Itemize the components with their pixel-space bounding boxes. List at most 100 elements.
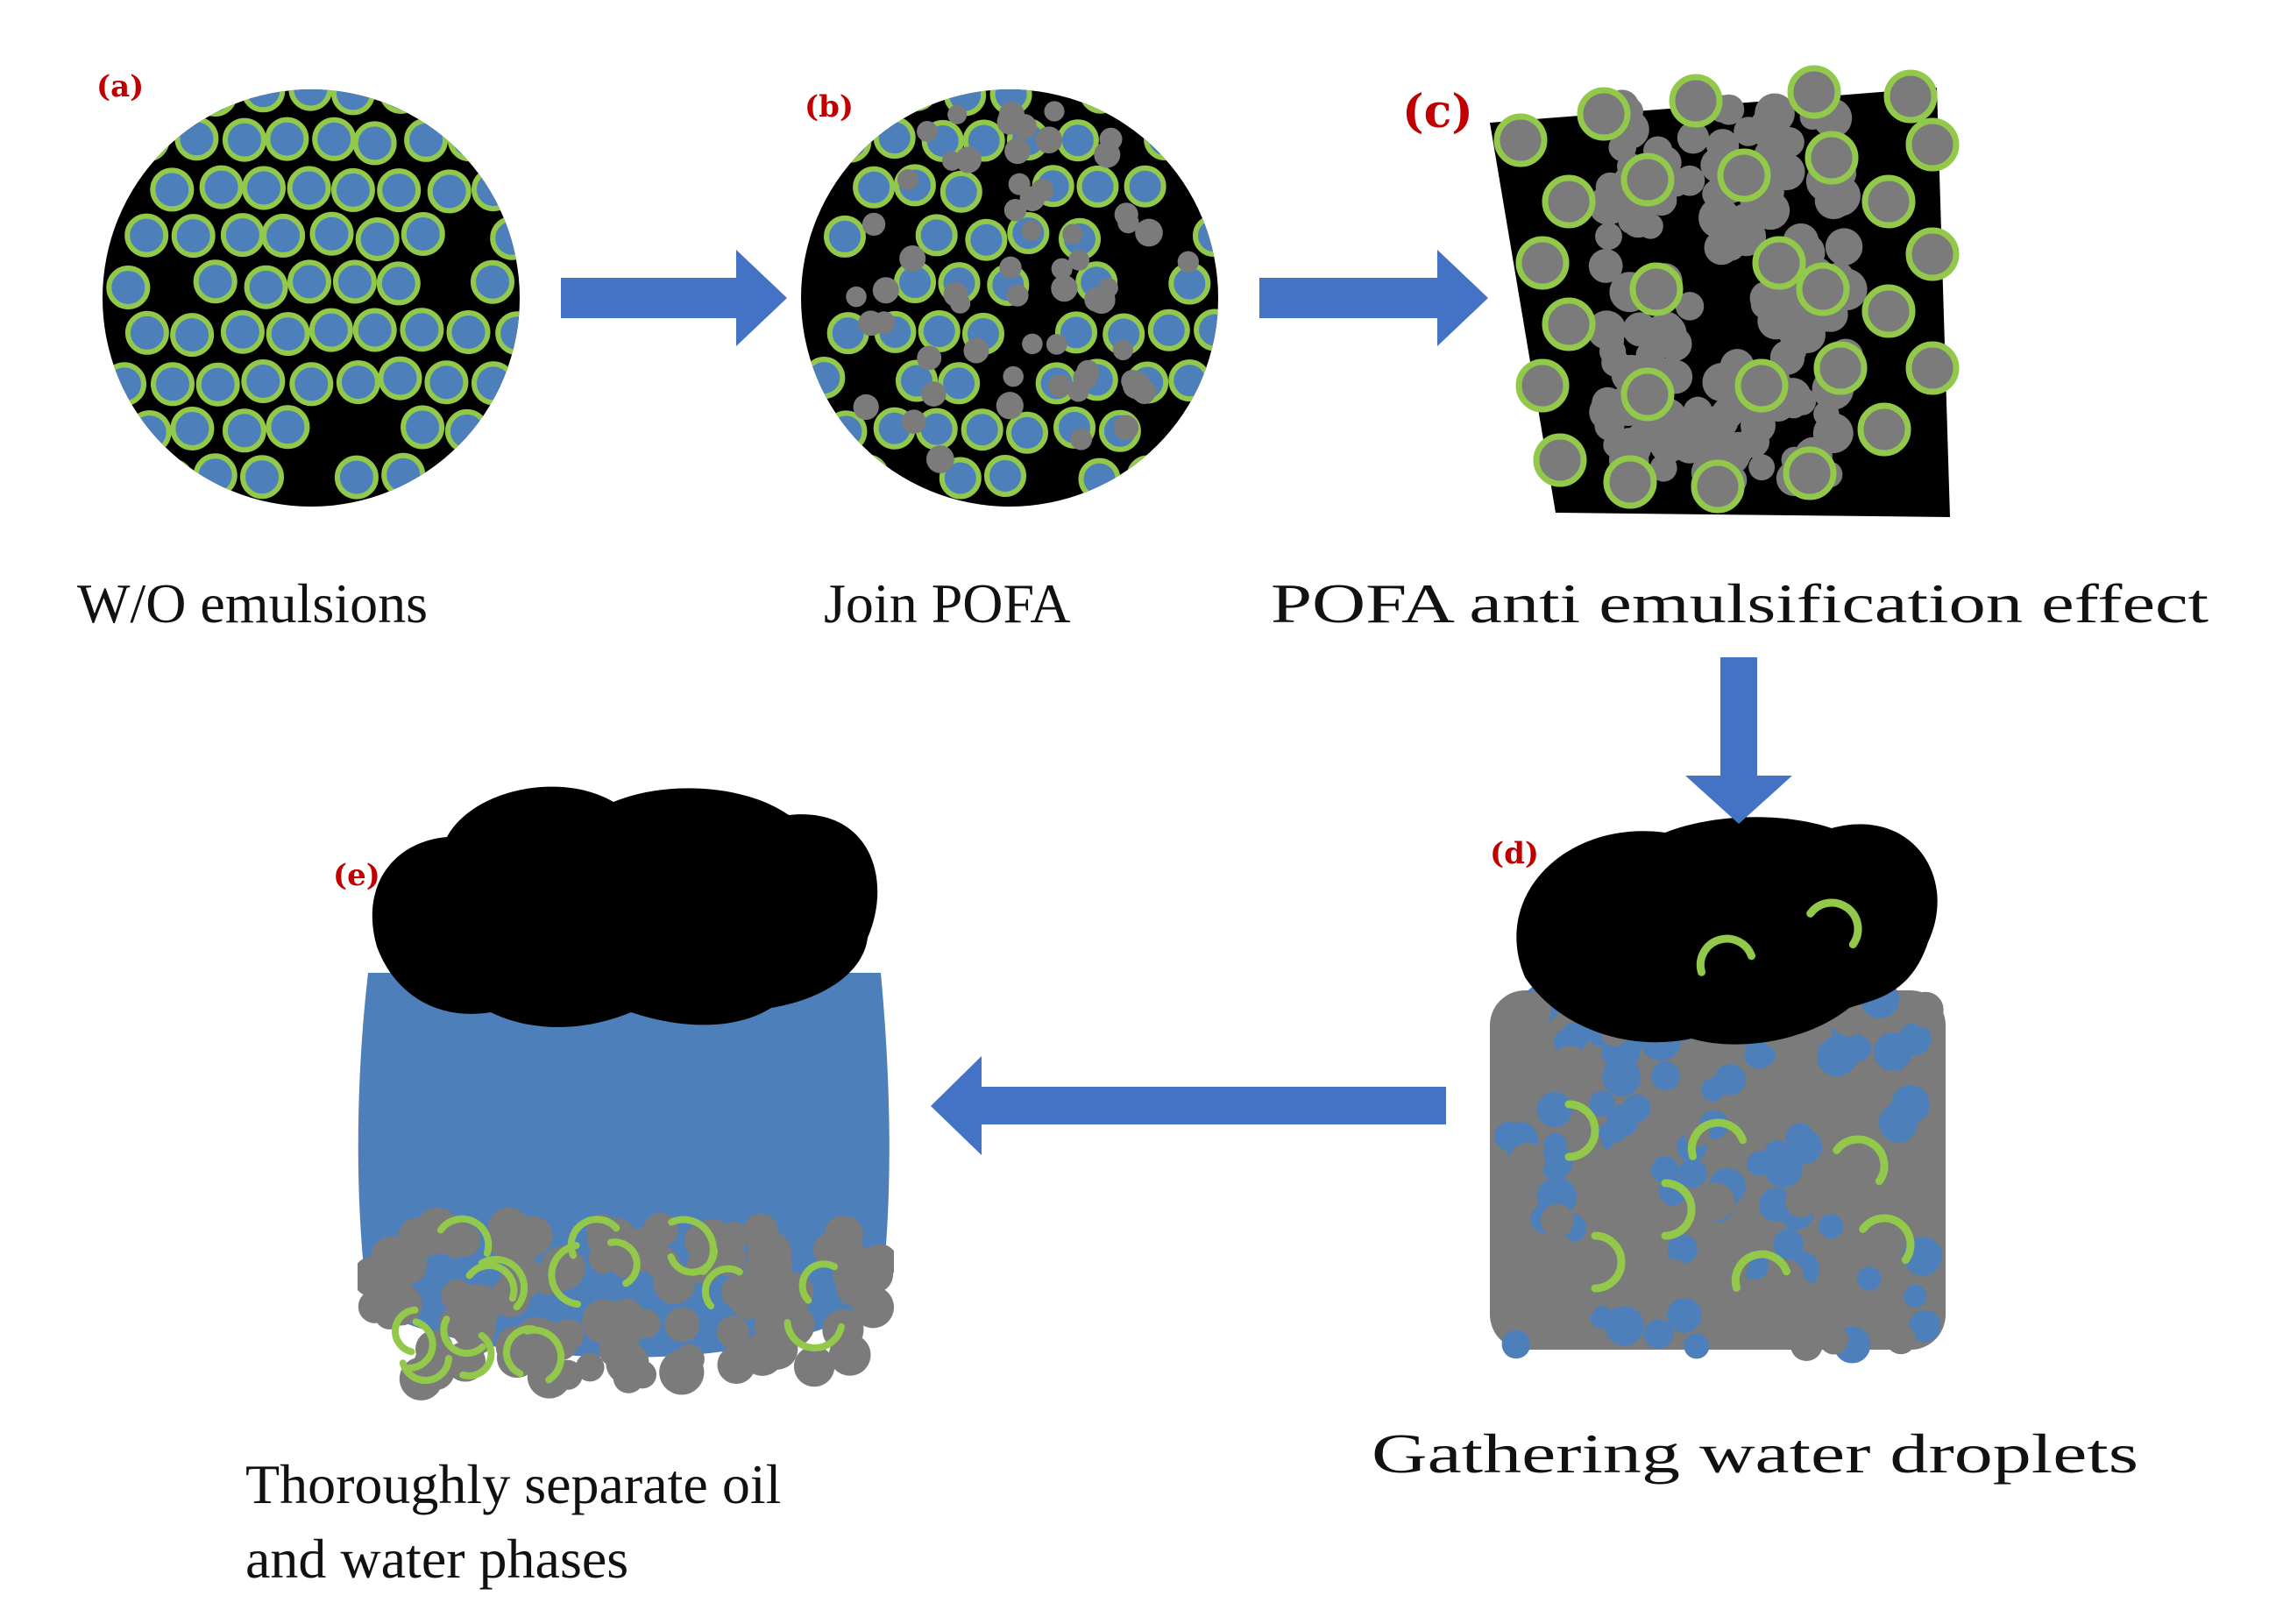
pofa-sediment — [613, 1362, 644, 1394]
coated-droplet — [1620, 367, 1675, 422]
pofa-particle — [897, 169, 918, 190]
water-droplet — [1189, 405, 1218, 448]
film-fragment — [1806, 898, 1862, 949]
stage-c-demulsification-block — [1490, 65, 1960, 517]
pofa-particle — [1003, 198, 1027, 222]
water-droplet — [265, 117, 309, 161]
water-droplet — [471, 259, 514, 304]
coated-droplet — [1861, 174, 1916, 229]
water-droplet — [127, 410, 172, 455]
pofa-particle — [963, 337, 989, 364]
water-droplet — [1650, 1155, 1679, 1184]
water-droplet — [1606, 1104, 1639, 1137]
pofa-particle — [1618, 208, 1644, 234]
pofa-particle — [1716, 232, 1746, 261]
film-fragment — [784, 1319, 845, 1351]
water-droplet — [848, 89, 891, 111]
film-fragment — [440, 1316, 486, 1358]
coated-droplet — [1533, 433, 1587, 487]
pofa-particle — [1825, 228, 1863, 266]
pofa-sediment — [587, 1225, 619, 1257]
water-droplet — [495, 408, 520, 452]
film-fragment — [1696, 934, 1755, 976]
coated-droplet — [1861, 284, 1916, 338]
coated-droplet — [1796, 262, 1850, 316]
water-droplet — [829, 120, 872, 163]
stage-b-letter: (b) — [805, 89, 854, 124]
pofa-particle — [941, 151, 962, 171]
water-droplet — [1643, 1319, 1674, 1349]
water-droplet — [965, 218, 1008, 261]
water-droplet — [1194, 308, 1218, 351]
pofa-particle — [925, 445, 954, 473]
water-droplet — [240, 455, 284, 500]
stage-b-caption: Join POFA — [824, 572, 1071, 635]
pofa-particle — [1047, 373, 1072, 398]
water-droplet — [266, 312, 310, 357]
pofa-particle — [1133, 382, 1155, 405]
pofa-sediment — [756, 1328, 798, 1370]
water-droplet — [379, 89, 423, 114]
water-droplet — [961, 408, 1003, 451]
pofa-particle — [862, 212, 886, 237]
water-droplet — [193, 89, 238, 117]
water-droplet — [174, 117, 219, 161]
pofa-sediment — [769, 1270, 808, 1309]
water-droplet — [287, 259, 331, 304]
water-droplet — [1055, 311, 1097, 354]
water-droplet — [288, 89, 333, 111]
pofa-particle — [1594, 410, 1625, 441]
water-droplet — [266, 405, 310, 450]
film-fragment — [1661, 1179, 1696, 1240]
arrow-b-to-c — [1259, 250, 1488, 346]
stage-d-gathering-body — [1490, 817, 1946, 1364]
water-droplet — [940, 170, 982, 213]
water-droplet — [1126, 455, 1169, 498]
pofa-particle — [1070, 428, 1093, 450]
water-droplet — [1891, 1085, 1930, 1124]
pofa-particle — [1599, 337, 1627, 365]
pofa-sediment — [431, 1214, 468, 1251]
water-droplet — [124, 310, 169, 355]
coated-droplet — [1905, 227, 1960, 281]
coated-droplet — [1787, 65, 1841, 119]
pofa-sediment — [836, 1273, 869, 1306]
stage-d-oil-cap — [1516, 817, 1938, 1045]
water-droplet — [1194, 122, 1218, 165]
pofa-particle — [1608, 133, 1637, 162]
water-droplet — [287, 166, 331, 210]
water-droplet — [495, 311, 520, 356]
coated-droplet — [1629, 262, 1684, 316]
water-droplet — [381, 452, 426, 497]
coated-droplet — [1577, 87, 1631, 141]
film-fragment — [1731, 1250, 1790, 1292]
pofa-particle — [1677, 408, 1711, 443]
water-droplet — [401, 405, 445, 450]
water-droplet — [490, 216, 520, 260]
pofa-particle — [1652, 311, 1683, 343]
pofa-sediment — [717, 1316, 749, 1349]
coated-droplet — [1542, 174, 1596, 229]
pofa-particle — [1539, 1235, 1578, 1273]
water-droplet — [377, 168, 422, 213]
arrow-d-to-e — [931, 1056, 1446, 1155]
water-droplet — [1856, 1266, 1882, 1291]
water-droplet — [309, 211, 354, 256]
stage-e-letter: (e) — [333, 858, 380, 893]
water-droplet — [1076, 165, 1119, 208]
water-droplet — [401, 212, 445, 256]
pofa-particle — [1566, 1289, 1597, 1320]
film-fragment — [1833, 1135, 1889, 1186]
water-droplet — [241, 359, 286, 403]
pofa-particle — [1768, 1259, 1805, 1295]
film-fragment — [406, 1318, 436, 1372]
stage-e-caption-line-1: Thoroughly separate oil — [245, 1453, 781, 1515]
coated-droplet — [1813, 341, 1868, 395]
water-droplet — [332, 259, 377, 304]
film-fragment — [1859, 1214, 1915, 1265]
water-droplet — [472, 361, 515, 406]
coated-droplet — [1783, 446, 1837, 500]
pofa-sediment — [742, 1213, 779, 1249]
pofa-sediment — [793, 1345, 835, 1387]
